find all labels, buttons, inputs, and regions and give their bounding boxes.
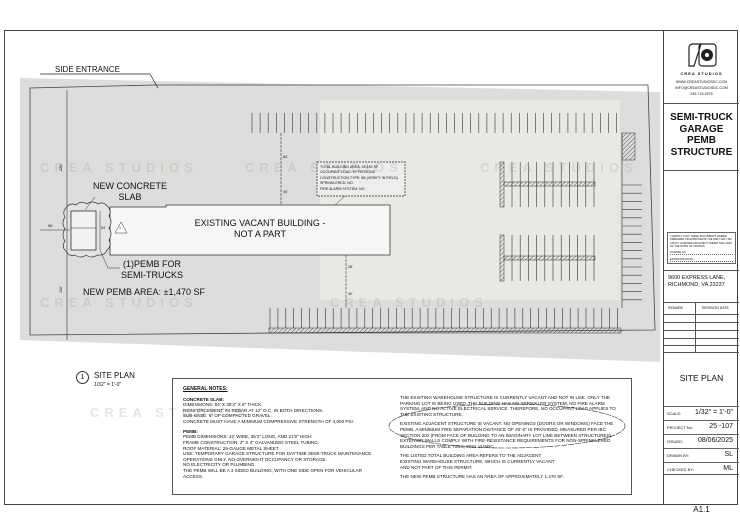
sheet-title: SITE PLAN [679, 373, 724, 383]
title-field-row: DRAWN BY: SL [664, 448, 739, 462]
license-label: LICENSE NO.: [670, 251, 733, 255]
dimension-label: 54' [101, 226, 106, 230]
sheet-number: A1.1 [693, 505, 710, 514]
dimension-label: 130' [58, 286, 63, 293]
view-title: SITE PLAN [94, 371, 135, 380]
lot-boundary [29, 84, 656, 336]
title-block: CREA STUDIOS WWW.CREASTUDIOSDC.COM INFO@… [663, 30, 739, 514]
curb-hatch [621, 132, 636, 161]
field-value: 1/32" = 1'-0" [694, 409, 733, 416]
note-paragraph: THE EXISTING WAREHOUSE STRUCTURE IS CURR… [400, 395, 616, 417]
watermark: CREA STUDIOS [90, 405, 248, 420]
code-summary-box [316, 161, 406, 197]
view-scale: 1/32" = 1'-0" [94, 382, 122, 388]
island-hatch [499, 234, 505, 282]
revision-header: REVISION DATE [702, 306, 729, 310]
address-line: 9600 EXPRESS LANE, [668, 275, 726, 281]
field-label: SCALE: [667, 411, 682, 416]
title-field-row: CHECKED BY: ML [664, 462, 739, 476]
dimension-label: 64' [283, 155, 288, 159]
pemb-notes: PEMB DIMENSIONS: 42' WIDE, 35'2" LONG, A… [183, 434, 372, 479]
site-plan-drawing [20, 73, 660, 362]
watermark: CREA STUDIOS [480, 160, 638, 175]
note-paragraph: THE LISTED TOTAL BUILDING AREA REFERS TO… [400, 453, 555, 470]
existing-building [109, 204, 391, 256]
slab-notes: DIMENSIONS: 54' X 35'3" X 8" THICK. REIN… [183, 402, 355, 424]
title-field-row: PROJECT No: 25 -107 [664, 420, 739, 434]
watermark: CREA STUDIOS [40, 295, 198, 310]
slab-heading: CONCRETE SLAB: [183, 397, 225, 402]
drawing-sheet [4, 30, 738, 505]
field-label: CHECKED BY: [667, 467, 694, 472]
field-value: 08/06/2025 [697, 437, 733, 444]
new-slab-label: NEW CONCRETE SLAB [93, 181, 167, 202]
title-field-row: ISSUED: 08/06/2025 [664, 434, 739, 448]
code-notes: THE EXISTING WAREHOUSE STRUCTURE IS CURR… [400, 395, 625, 480]
side-entrance-label: SIDE ENTRANCE [55, 65, 120, 74]
firm-website[interactable]: WWW.CREASTUDIOSDC.COM [675, 80, 728, 84]
certification-text: I CERTIFY THAT THESE DOCUMENTS WHERE PRE… [670, 235, 732, 249]
watermark: CREA STUDIOS [330, 295, 488, 310]
project-title: SEMI-TRUCK GARAGE PEMB STRUCTURE [670, 112, 733, 158]
field-value: 25 -107 [709, 423, 733, 430]
island-hatch [503, 255, 596, 261]
remark-header: REMARK [668, 306, 683, 310]
title-field-row: SCALE: 1/32" = 1'-0" [664, 406, 739, 420]
note-paragraph: EXISTING ADJACENT STRUCTURE IS VACANT. N… [400, 421, 614, 449]
island-hatch [503, 181, 596, 187]
dimension-label: 56' [48, 224, 53, 228]
general-notes: GENERAL NOTES: CONCRETE SLAB: DIMENSIONS… [183, 386, 378, 479]
watermark: CREA STUDIOS [40, 160, 198, 175]
revision-triangle [114, 221, 128, 234]
address-line: RICHMOND, VA 23237 [668, 282, 725, 288]
general-notes-heading: GENERAL NOTES: [183, 386, 228, 392]
field-value: ML [723, 465, 733, 472]
pemb-area-label: NEW PEMB AREA: ±1,470 SF [83, 287, 205, 297]
notes-box [172, 378, 632, 495]
expiration-label: EXPIRATION DATE: [670, 258, 733, 262]
crea-studios-logo [688, 43, 717, 67]
dimension-label: 28' [348, 265, 353, 269]
dimension-label: 40' [283, 190, 288, 194]
certification-box: I CERTIFY THAT THESE DOCUMENTS WHERE PRE… [667, 232, 736, 264]
curb-hatch [268, 327, 622, 334]
pemb-label: (1)PEMB FOR SEMI-TRUCKS [120, 259, 183, 280]
field-value: SL [724, 451, 733, 458]
watermark: CREA STUDIOS [245, 160, 403, 175]
field-label: DRAWN BY: [667, 453, 690, 458]
firm-phone: 240-715-2976 [690, 92, 713, 96]
field-label: PROJECT No: [667, 425, 693, 430]
field-label: ISSUED: [667, 439, 684, 444]
dimension-label: 40' [348, 292, 353, 296]
pemb-footprint [70, 210, 97, 251]
project-address: 9600 EXPRESS LANE,RICHMOND, VA 23237 [668, 275, 725, 289]
view-number: 1 [76, 371, 89, 384]
revision-number: 1 [119, 226, 121, 230]
firm-name: CREA STUDIOS [680, 71, 723, 76]
revision-cloud [388, 403, 626, 449]
dimension-label: 220' [58, 164, 63, 171]
pemb-heading: PEMB: [183, 429, 198, 435]
firm-email[interactable]: INFO@CREASTUDIOSDC.COM [675, 86, 728, 90]
existing-building-label: EXISTING VACANT BUILDING - NOT A PART [194, 218, 326, 239]
parking-surface [320, 100, 620, 300]
code-summary-text: TOTAL BUILDING AREA: 28,160 SF OCCUPANT … [320, 165, 398, 191]
note-paragraph: THE NEW PEMB STRUCTURE HAS AN AREA OF AP… [400, 474, 564, 480]
